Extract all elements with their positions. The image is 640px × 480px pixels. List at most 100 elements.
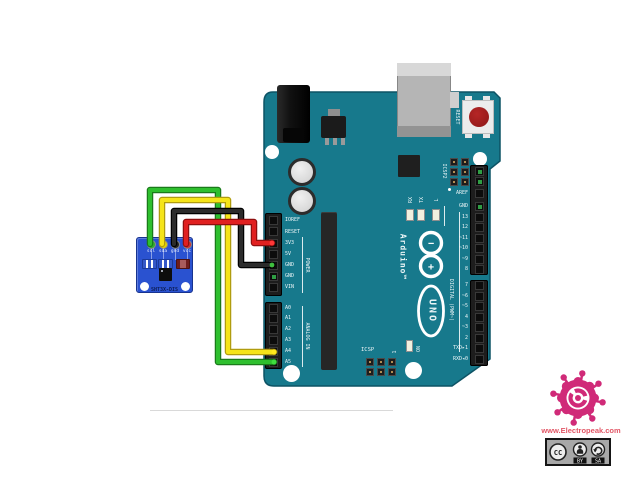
- module-pin-vcc[interactable]: [182, 240, 192, 249]
- gnd-socket-dot: [271, 274, 276, 279]
- pin-tx1[interactable]: [474, 344, 484, 353]
- pin-2[interactable]: [474, 333, 484, 343]
- cc-license-badge[interactable]: CC BY SA: [545, 438, 611, 466]
- mounting-hole: [473, 152, 487, 166]
- pin-label: ~10: [458, 245, 468, 251]
- icsp2-pin[interactable]: [450, 168, 458, 176]
- icsp2-pin[interactable]: [460, 178, 469, 186]
- pin-7[interactable]: [474, 280, 484, 290]
- pin-3v3[interactable]: [268, 238, 278, 248]
- pin-label: 5V: [285, 250, 292, 257]
- silk-line: [302, 306, 303, 367]
- pin-6[interactable]: [474, 291, 484, 301]
- pin-11[interactable]: [474, 233, 484, 243]
- pin-gnd1[interactable]: [268, 260, 278, 270]
- pin-a1[interactable]: [268, 314, 278, 324]
- icsp-label: ICSP: [361, 347, 375, 353]
- sa-label: SA: [595, 458, 601, 464]
- pin-9[interactable]: [474, 254, 484, 264]
- by-label: BY: [577, 458, 583, 464]
- l-led-label: L: [434, 198, 440, 202]
- tx-led: [417, 209, 425, 221]
- pin-label: A3: [285, 336, 292, 343]
- mounting-hole: [265, 145, 279, 159]
- pin-gnd-digital[interactable]: [474, 201, 484, 211]
- pin-label: A5: [285, 358, 292, 365]
- pin-aref[interactable]: [474, 188, 484, 198]
- icsp2-pin[interactable]: [460, 158, 469, 166]
- icsp-pin[interactable]: [387, 358, 396, 366]
- pin-vin[interactable]: [268, 282, 278, 292]
- pin-label: VIN: [285, 283, 295, 290]
- socket-dot: [477, 204, 482, 209]
- pin-a4[interactable]: [268, 346, 278, 356]
- reset-button-tab: [465, 132, 472, 138]
- pin-label: A1: [285, 315, 292, 322]
- voltage-regulator[interactable]: [321, 116, 346, 138]
- regulator-leg: [341, 138, 345, 145]
- rx-led: [406, 209, 414, 221]
- pin-a2[interactable]: [268, 325, 278, 335]
- sht3x-sensor-chip: [159, 268, 172, 281]
- icsp2-pin1-dot: [448, 188, 451, 191]
- pin-reset[interactable]: [268, 227, 278, 236]
- divider-line: [150, 410, 393, 411]
- power-group-label: POWER: [304, 257, 310, 273]
- pin-5v[interactable]: [268, 249, 278, 259]
- pin-10[interactable]: [474, 244, 484, 253]
- icsp-pin[interactable]: [376, 358, 385, 366]
- sa-arrow-icon: [590, 442, 606, 457]
- icsp2-label: ICSP2: [441, 163, 447, 179]
- reset-button[interactable]: [469, 107, 489, 127]
- pin-a5[interactable]: [268, 357, 278, 367]
- pin-5[interactable]: [474, 302, 484, 311]
- icsp2-pin[interactable]: [450, 178, 458, 186]
- icsp-pin[interactable]: [365, 368, 374, 376]
- module-pin-sda[interactable]: [158, 240, 168, 249]
- usb-interface-chip[interactable]: [398, 155, 420, 177]
- pin-3[interactable]: [474, 323, 484, 332]
- voltage-regulator-tab: [328, 109, 340, 117]
- pin-a0[interactable]: [268, 303, 278, 313]
- pin-13[interactable]: [474, 212, 484, 222]
- regulator-leg: [333, 138, 337, 145]
- pin-label: A2: [285, 326, 292, 333]
- pin-label: GND: [285, 272, 295, 279]
- pin-4[interactable]: [474, 312, 484, 322]
- mounting-hole: [283, 365, 300, 382]
- pin-scl-extra[interactable]: [474, 166, 484, 176]
- module-pin-gnd[interactable]: [170, 240, 180, 249]
- digital-group-label: DIGITAL (PWM~): [448, 278, 454, 322]
- icsp-pin[interactable]: [387, 368, 396, 376]
- pin-label: ~3: [461, 324, 468, 330]
- icsp2-pin[interactable]: [450, 158, 458, 166]
- pin-label: A0: [285, 304, 292, 311]
- electropeak-url[interactable]: www.Electropeak.com: [541, 426, 621, 435]
- pin-gnd2[interactable]: [268, 271, 278, 281]
- icsp-pin[interactable]: [376, 368, 385, 376]
- pin-8[interactable]: [474, 264, 484, 274]
- on-led-label: ON: [416, 345, 422, 353]
- icsp2-pin[interactable]: [460, 168, 469, 176]
- pin-ioref[interactable]: [268, 215, 278, 225]
- pad-center: [186, 243, 188, 246]
- by-person-icon: [572, 442, 588, 457]
- pin-label: RESET: [285, 228, 301, 235]
- pad-center: [174, 243, 176, 246]
- module-pin-label: vcc: [182, 249, 192, 254]
- module-name: SHT3X-DIS: [150, 287, 179, 293]
- pin-12[interactable]: [474, 223, 484, 232]
- pin-a3[interactable]: [268, 335, 278, 345]
- module-pin-scl[interactable]: [146, 240, 156, 249]
- atmega-chip[interactable]: [321, 212, 337, 370]
- icsp-pin[interactable]: [365, 358, 374, 366]
- pad-center: [162, 243, 164, 246]
- sht3x-module[interactable]: scl sda gnd vcc SHT3X-DIS: [136, 237, 193, 293]
- capacitor[interactable]: [288, 158, 316, 186]
- reset-button-tab: [483, 132, 490, 138]
- pin-rx0[interactable]: [474, 354, 484, 364]
- pin-label: 2: [464, 334, 468, 341]
- pin-sda-extra[interactable]: [474, 176, 484, 186]
- capacitor[interactable]: [288, 187, 316, 215]
